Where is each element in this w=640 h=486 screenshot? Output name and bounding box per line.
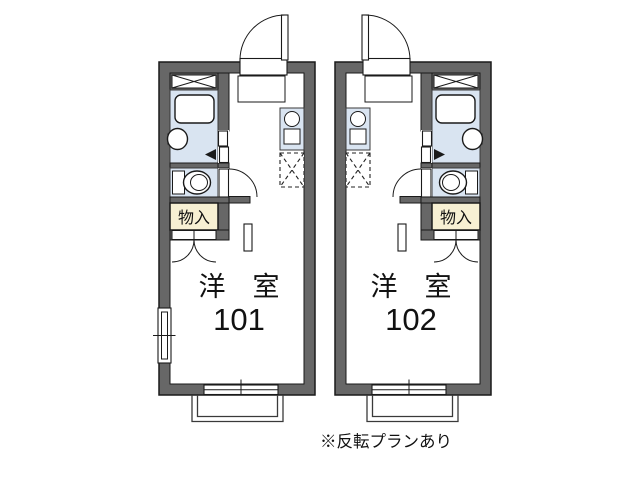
toilet-tank-icon (172, 170, 185, 195)
toilet-closet-wall (169, 196, 230, 204)
unit-101-closet-label: 物入 (178, 209, 210, 227)
unit-102-closet-label: 物入 (440, 209, 472, 227)
toilet-bowl-inner-icon (190, 174, 208, 191)
unit-101-room-name: 洋 室 (199, 272, 280, 302)
bathroom-door-arrow-icon (205, 149, 216, 160)
bathroom-toilet-wall (169, 162, 219, 169)
kitchen-unit-icon (279, 107, 305, 151)
vent-window-icon (171, 74, 217, 89)
unit-101-side-window-icon (153, 307, 176, 364)
unit-102-room-name: 洋 室 (371, 272, 452, 302)
partition-wall-mid (217, 162, 230, 169)
hall-wall-stub (228, 196, 251, 204)
reversed-plan-footnote: ※反転プランあり (320, 432, 452, 451)
room-entry-door-icon (243, 223, 253, 252)
genkan-step (237, 75, 286, 103)
partition-wall-upper (217, 72, 230, 132)
unit-101-graphics (158, 14, 316, 423)
entrance-door-icon (239, 14, 289, 76)
bathtub-icon (174, 94, 215, 124)
toilet-bowl-icon (182, 170, 212, 195)
kitchen-stove-icon (283, 128, 301, 145)
closet-double-door-icon (171, 230, 217, 263)
closet-box (169, 202, 219, 231)
bottom-sliding-window-icon (203, 379, 279, 396)
unit-102-room-number: 102 (385, 302, 437, 337)
washbasin-icon (166, 127, 189, 151)
bathroom-folding-door-icon (217, 130, 230, 164)
balcony-icon (191, 395, 284, 423)
unit-101-room-number: 101 (213, 302, 265, 337)
refrigerator-space-icon (279, 152, 305, 188)
kitchen-sink-icon (284, 111, 300, 127)
